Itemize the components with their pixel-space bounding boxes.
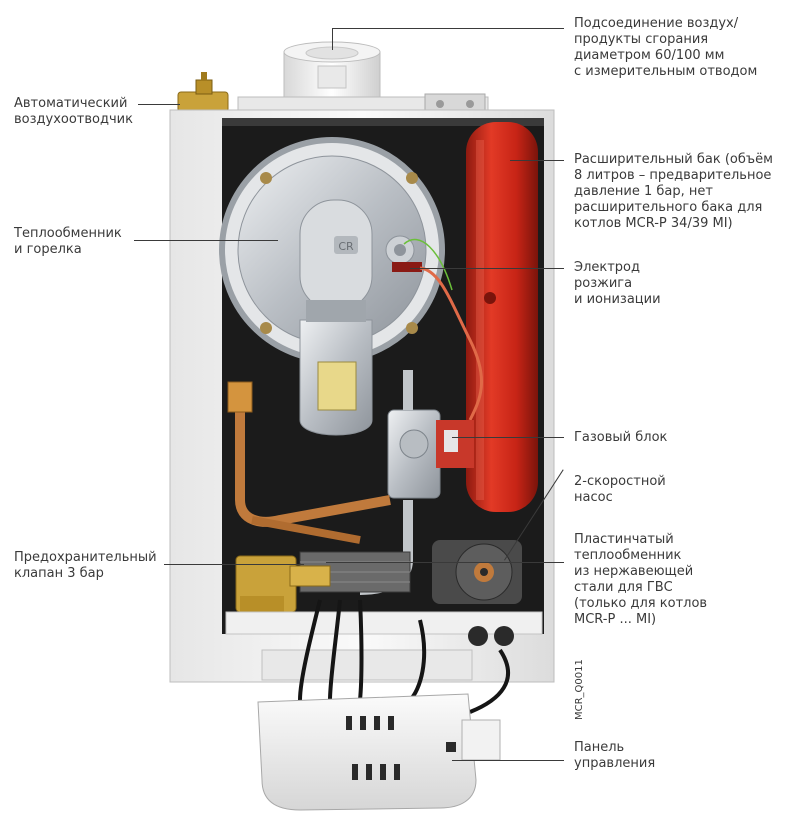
leader-safety-valve bbox=[164, 564, 304, 565]
leader-plate-exchanger bbox=[326, 562, 564, 563]
safety-valve bbox=[235, 555, 331, 618]
heat-exchanger-burner: CR bbox=[219, 137, 445, 363]
label-flue-connection: Подсоединение воздух/ продукты сгорания … bbox=[574, 16, 758, 79]
leader-electrode bbox=[410, 268, 564, 269]
pump bbox=[432, 540, 522, 604]
ignition-electrode bbox=[392, 238, 484, 421]
label-heat-exchanger: Теплообменник и горелка bbox=[14, 226, 122, 257]
label-air-vent: Автоматический воздухоотводчик bbox=[14, 96, 133, 127]
label-gas-block: Газовый блок bbox=[574, 430, 668, 445]
svg-text:CR: CR bbox=[338, 240, 354, 253]
leader-control-panel bbox=[452, 760, 564, 761]
leader-flue-horizontal bbox=[332, 28, 564, 29]
leader-expansion-tank bbox=[510, 160, 564, 161]
air-vent bbox=[177, 72, 229, 113]
bottom-frame bbox=[225, 611, 543, 681]
expansion-tank bbox=[466, 122, 538, 512]
leader-heat-exchanger bbox=[134, 240, 278, 241]
brand-logo-icon: CR bbox=[334, 236, 358, 254]
top-bracket bbox=[237, 93, 489, 115]
leader-air-vent bbox=[138, 104, 180, 105]
image-code: MCR_Q0011 bbox=[574, 659, 585, 720]
label-plate-exchanger: Пластинчатый теплообменник из нержавеюще… bbox=[574, 532, 708, 627]
label-control-panel: Панель управления bbox=[574, 740, 656, 771]
leader-flue-vertical bbox=[332, 28, 333, 50]
label-pump: 2-скоростной насос bbox=[574, 474, 666, 505]
control-panel-box bbox=[257, 693, 501, 811]
label-safety-valve: Предохранительный клапан 3 бар bbox=[14, 550, 157, 581]
fan-block bbox=[299, 300, 373, 436]
label-electrode: Электрод розжига и ионизации bbox=[574, 260, 661, 307]
label-expansion-tank: Расширительный бак (объём 8 литров – пре… bbox=[574, 152, 773, 231]
leader-gas-block bbox=[452, 437, 564, 438]
gas-valve bbox=[387, 370, 474, 499]
